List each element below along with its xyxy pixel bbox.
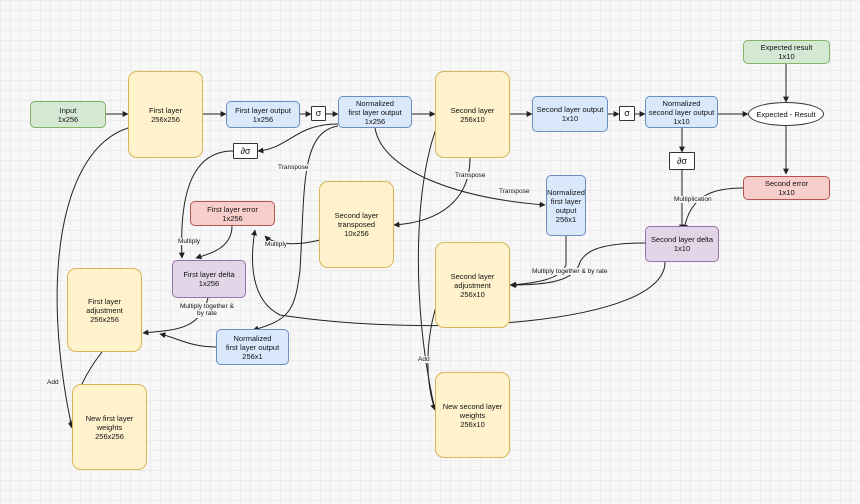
normalized-first-output-transposed-title: Normalized first layer output [547, 187, 585, 215]
normalized-first-output-title: Normalized first layer output [348, 98, 402, 117]
edge-second-error-to-delta [681, 187, 744, 231]
input-node[interactable]: Input 1x256 [30, 101, 106, 128]
second-layer-dims: 256x10 [460, 114, 485, 124]
first-layer-output-dims: 1x256 [252, 114, 274, 124]
second-error-title: Second error [764, 179, 809, 188]
edge-label-multiply-2: Multiply [265, 241, 288, 249]
second-error-dims: 1x10 [778, 188, 795, 197]
normalized-first-output-dims: 1x256 [364, 116, 386, 126]
second-layer-adjustment-title: Second layer adjustment [450, 271, 495, 290]
second-layer-transposed-node[interactable]: Second layer transposed 10x256 [319, 181, 394, 268]
edge-label-multiplication: Multiplication [674, 196, 712, 204]
new-first-layer-weights-dims: 256x256 [95, 431, 124, 441]
first-layer-delta-dims: 1x256 [198, 279, 220, 288]
first-layer-dims: 256x256 [151, 114, 180, 124]
edge-label-transpose-2: Transpose [455, 172, 486, 180]
edge-second-layer-to-transposed [393, 157, 471, 228]
dsigma-1-symbol: ∂σ [240, 145, 251, 156]
first-layer-delta-title: First layer delta [183, 270, 235, 279]
edge-first-layer-to-new-weights [56, 127, 129, 429]
edge-label-transpose-3: Transpose [499, 188, 530, 196]
dsigma-1-icon[interactable]: ∂σ [233, 143, 258, 159]
edge-label-transpose-1: Transpose [278, 164, 309, 172]
second-layer-node[interactable]: Second layer 256x10 [435, 71, 510, 158]
edge-label-multiply-rate-2: Multiply together & by rate [532, 268, 608, 276]
expected-minus-result-title: Expected - Result [756, 109, 816, 119]
sigma-2-symbol: σ [624, 108, 630, 119]
normalized-first-output-column-dims: 256x1 [242, 351, 263, 361]
sigma-2-icon[interactable]: σ [619, 106, 635, 121]
edge-label-add-1: Add [47, 379, 59, 387]
sigma-1-icon[interactable]: σ [311, 106, 326, 121]
normalized-first-output-transposed-node[interactable]: Normalized first layer output 256x1 [546, 175, 586, 236]
first-layer-adjustment-dims: 256x256 [90, 314, 119, 324]
edge-first-error-to-first-delta [195, 225, 233, 260]
first-layer-delta-node[interactable]: First layer delta 1x256 [172, 260, 246, 298]
sigma-1-symbol: σ [315, 108, 322, 119]
edge-label-multiply-1: Multiply [178, 238, 201, 246]
normalized-second-output-dims: 1x10 [673, 116, 690, 126]
edge-normalized-to-first-col [252, 125, 339, 332]
first-layer-node[interactable]: First layer 256x256 [128, 71, 203, 158]
second-layer-delta-title: Second layer delta [650, 235, 714, 244]
normalized-first-output-transposed-dims: 256x1 [555, 214, 577, 224]
first-layer-adjustment-title: First layer adjustment [86, 296, 123, 315]
expected-minus-result-node[interactable]: Expected - Result [748, 102, 824, 126]
first-layer-output-node[interactable]: First layer output 1x256 [226, 101, 300, 128]
new-second-layer-weights-dims: 256x10 [460, 419, 485, 429]
edge-normalized-to-transposed [374, 127, 546, 208]
first-layer-title: First layer [149, 105, 182, 115]
new-first-layer-weights-node[interactable]: New first layer weights 256x256 [72, 384, 147, 470]
dsigma-2-icon[interactable]: ∂σ [669, 152, 695, 170]
expected-result-title: Expected result [760, 43, 813, 52]
normalized-second-output-node[interactable]: Normalized second layer output 1x10 [645, 96, 718, 128]
second-layer-delta-node[interactable]: Second layer delta 1x10 [645, 226, 719, 262]
new-second-layer-weights-title: New second layer weights [442, 401, 503, 420]
first-layer-output-title: First layer output [235, 105, 291, 115]
second-layer-delta-dims: 1x10 [673, 244, 691, 253]
second-layer-adjustment-dims: 256x10 [460, 289, 485, 299]
first-layer-error-node[interactable]: First layer error 1x256 [190, 201, 275, 226]
second-layer-adjustment-node[interactable]: Second layer adjustment 256x10 [435, 242, 510, 328]
edge-first-t-to-second-adjustment [510, 236, 567, 288]
normalized-first-output-column-title: Normalized first layer output [225, 333, 280, 352]
normalized-first-output-node[interactable]: Normalized first layer output 1x256 [338, 96, 412, 128]
normalized-second-output-title: Normalized second layer output [648, 98, 715, 117]
first-layer-adjustment-node[interactable]: First layer adjustment 256x256 [67, 268, 142, 352]
new-second-layer-weights-node[interactable]: New second layer weights 256x10 [435, 372, 510, 458]
second-layer-output-node[interactable]: Second layer output 1x10 [532, 96, 608, 132]
expected-result-dims: 1x10 [778, 52, 795, 61]
edge-normalized-to-dsigma1 [257, 123, 339, 154]
edge-label-multiply-rate-1: Multiply together & by rate [180, 303, 234, 318]
edge-col-to-first-adjustment [159, 332, 217, 348]
second-layer-transposed-dims: 10x256 [344, 229, 369, 238]
normalized-first-output-column-node[interactable]: Normalized first layer output 256x1 [216, 329, 289, 365]
dsigma-2-symbol: ∂σ [676, 155, 687, 166]
second-layer-transposed-title: Second layer transposed [334, 211, 379, 229]
edge-delta-to-second-adjustment [509, 242, 646, 288]
second-layer-title: Second layer [450, 105, 495, 115]
expected-result-node[interactable]: Expected result 1x10 [743, 40, 830, 64]
input-dims: 1x256 [57, 114, 79, 124]
new-first-layer-weights-title: New first layer weights [85, 413, 134, 432]
edge-second-layer-to-new-second [417, 123, 439, 411]
second-layer-output-title: Second layer output [536, 105, 604, 114]
second-layer-output-dims: 1x10 [561, 114, 579, 123]
first-layer-error-title: First layer error [207, 204, 258, 214]
input-title: Input [59, 105, 77, 115]
first-layer-error-dims: 1x256 [222, 213, 243, 223]
edge-label-add-2: Add [418, 356, 430, 364]
edge-second-delta-to-first-error [251, 229, 666, 327]
edge-transposed-to-first-error [264, 235, 321, 245]
second-error-node[interactable]: Second error 1x10 [743, 176, 830, 200]
